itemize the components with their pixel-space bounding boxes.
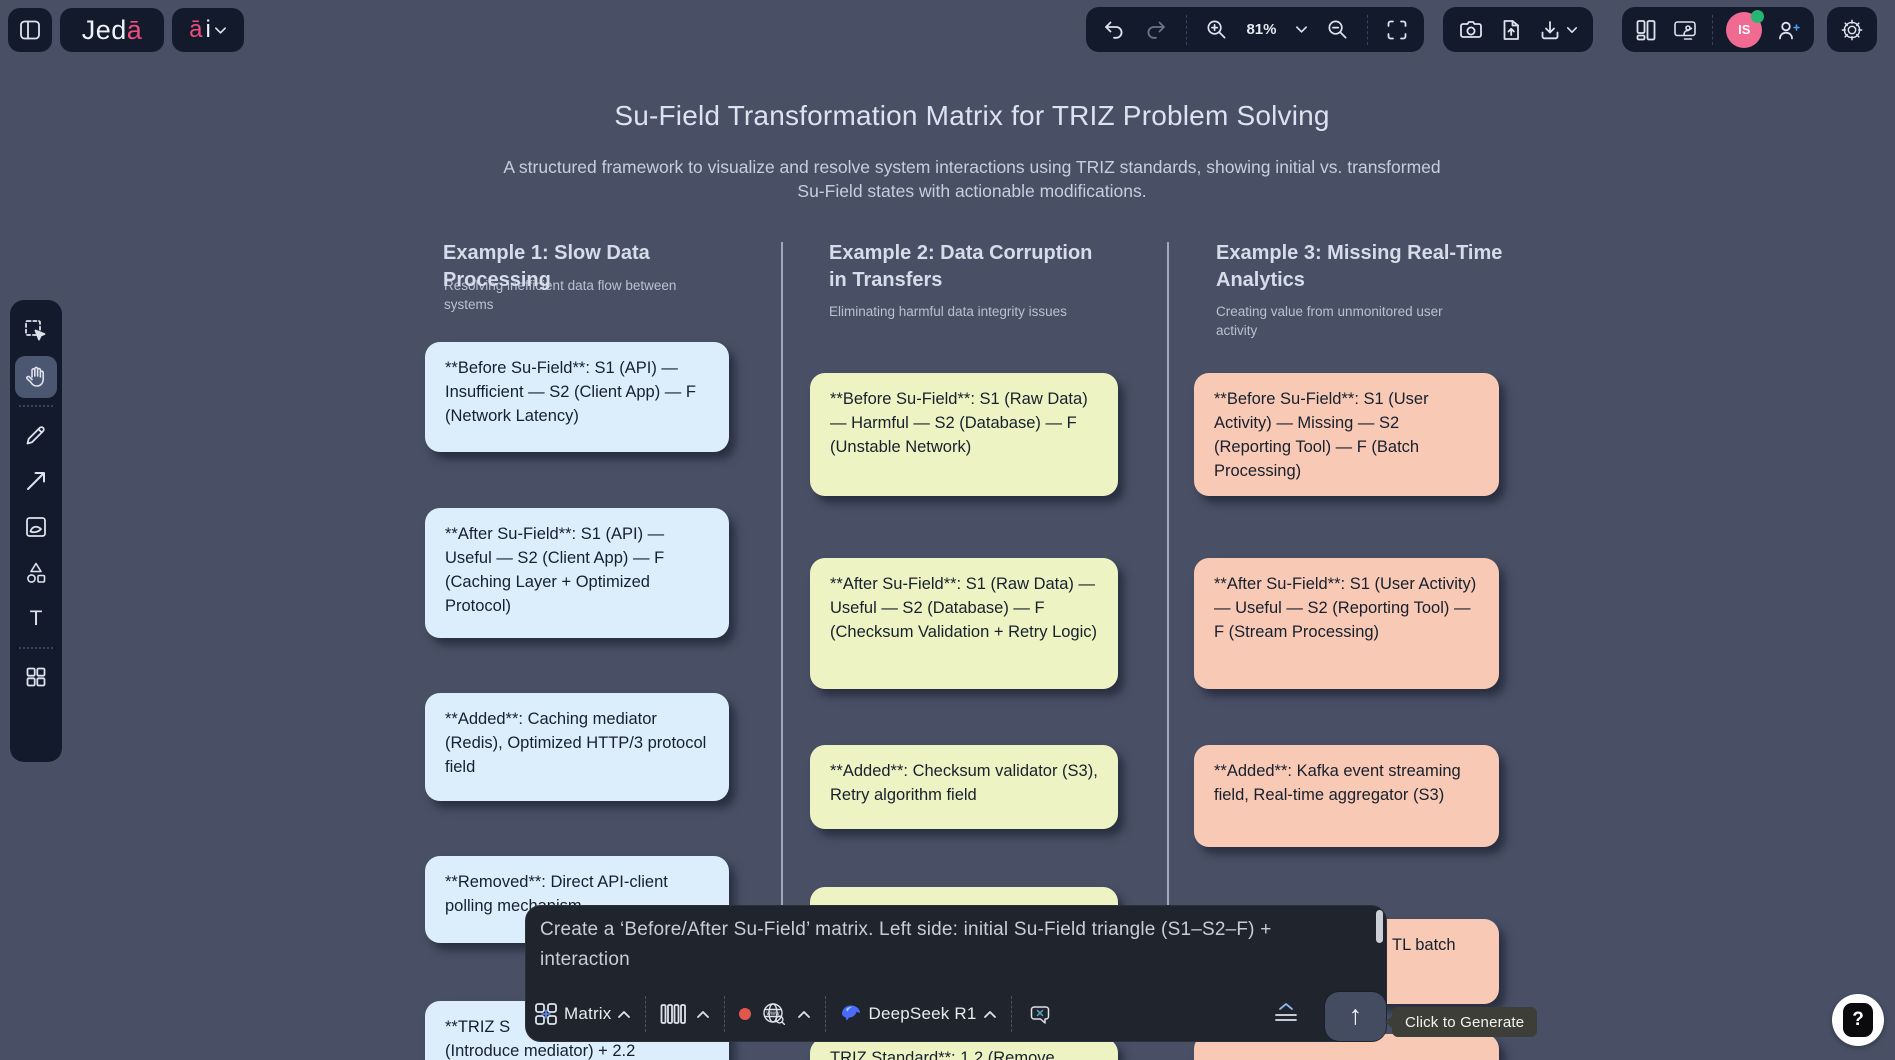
settings-toolbar: [1827, 7, 1877, 52]
expand-input-button[interactable]: [1270, 998, 1302, 1030]
chevron-up-icon[interactable]: [797, 1010, 811, 1019]
tool-shapes[interactable]: [15, 552, 57, 594]
history-zoom-toolbar: 81%: [1086, 7, 1424, 52]
logo-accent: ā: [126, 14, 143, 45]
deepseek-logo-icon: [842, 1005, 861, 1021]
column-description: Eliminating harmful data integrity issue…: [829, 304, 1067, 319]
generate-tooltip: Click to Generate: [1384, 1007, 1538, 1037]
zoom-in-icon[interactable]: [1205, 18, 1228, 41]
sticky-note[interactable]: TRIZ Standard**: 1.2 (Remove: [810, 1038, 1118, 1060]
divider: [1711, 14, 1713, 45]
collaboration-toolbar: IS: [1622, 7, 1814, 52]
column-header: Example 1: Slow Data Processing: [443, 242, 650, 291]
zoom-out-icon[interactable]: [1326, 18, 1349, 41]
sidebar-toggle-button[interactable]: [8, 8, 52, 52]
tools-sidebar: T: [10, 300, 62, 762]
chat-clear-icon[interactable]: [1026, 1002, 1052, 1026]
board-title: Su-Field Transformation Matrix for TRIZ …: [614, 100, 1330, 131]
generate-button[interactable]: ↑: [1325, 992, 1386, 1041]
sticky-note[interactable]: **After Su-Field**: S1 (API) — Useful — …: [425, 508, 729, 638]
logo-text: Jed: [81, 14, 127, 45]
model-selector[interactable]: DeepSeek R1: [868, 1004, 977, 1023]
chevron-up-icon[interactable]: [617, 1010, 631, 1019]
chevron-up-icon[interactable]: [983, 1010, 997, 1019]
ai-prompt-panel: Create a ‘Before/After Su-Field’ matrix.…: [525, 905, 1387, 1042]
tool-apps-grid[interactable]: [15, 656, 57, 698]
divider: [19, 405, 53, 407]
fit-screen-icon[interactable]: [1386, 19, 1408, 41]
chevron-down-icon[interactable]: [1295, 25, 1308, 34]
text-tool-glyph: T: [29, 607, 43, 630]
chevron-down-icon[interactable]: [1566, 26, 1578, 34]
divider: [1186, 14, 1188, 45]
column-divider: [781, 242, 783, 942]
sidebar-toggle-icon: [20, 20, 40, 40]
divider: [825, 996, 827, 1032]
zoom-level[interactable]: 81%: [1246, 21, 1277, 38]
add-person-icon[interactable]: [1776, 18, 1802, 42]
prompt-scrollbar[interactable]: [1376, 910, 1383, 943]
column-header: Example 2: Data Corruption in Transfers: [829, 242, 1093, 291]
tool-pencil[interactable]: [15, 414, 57, 456]
redo-icon[interactable]: [1144, 18, 1168, 42]
matrix-template-icon: [535, 1003, 557, 1025]
sticky-note[interactable]: **After Su-Field**: S1 (Raw Data) — Usef…: [810, 558, 1118, 689]
send-arrow-icon: ↑: [1348, 1000, 1363, 1030]
sticky-note[interactable]: **Before Su-Field**: S1 (Raw Data) — Har…: [810, 373, 1118, 496]
column-description: Resolving inefficient data flow between …: [444, 278, 677, 312]
divider: [1010, 996, 1012, 1032]
sticky-note[interactable]: **Before Su-Field**: S1 (API) — Insuffic…: [425, 342, 729, 452]
ai-accent: ā: [189, 16, 203, 43]
web-search-globe-icon[interactable]: www: [761, 1001, 787, 1027]
user-avatar[interactable]: IS: [1726, 9, 1765, 48]
tool-hand[interactable]: [15, 356, 57, 398]
ai-text: i: [205, 16, 211, 43]
board-subtitle: A structured framework to visualize and …: [503, 157, 1441, 201]
tool-text[interactable]: T: [15, 598, 57, 640]
chevron-up-icon[interactable]: [696, 1010, 710, 1019]
divider: [724, 996, 726, 1032]
divider: [645, 996, 647, 1032]
capture-export-toolbar: [1443, 7, 1593, 52]
column-divider: [1167, 242, 1169, 942]
sticky-note[interactable]: **Added**: Checksum validator (S3), Retr…: [810, 745, 1118, 829]
divider: [19, 647, 53, 649]
tool-marquee-select[interactable]: [15, 310, 57, 352]
columns-layout-icon[interactable]: [660, 1002, 687, 1026]
online-status-dot: [1751, 9, 1765, 23]
layout-panels-icon[interactable]: [1634, 18, 1658, 42]
download-icon[interactable]: [1538, 18, 1562, 42]
camera-icon[interactable]: [1458, 18, 1484, 42]
settings-gear-icon[interactable]: [1840, 17, 1864, 43]
avatar-initials: IS: [1738, 22, 1751, 37]
prompt-controls: Matrix www: [534, 993, 1234, 1035]
column-description: Creating value from unmonitored user act…: [1216, 304, 1443, 338]
column-header: Example 3: Missing Real-Time Analytics: [1216, 242, 1503, 291]
sticky-note[interactable]: **After Su-Field**: S1 (User Activity) —…: [1194, 558, 1499, 689]
svg-text:www: www: [766, 1011, 781, 1017]
divider: [1366, 14, 1368, 45]
presenter-icon[interactable]: [1672, 18, 1698, 42]
file-upload-icon[interactable]: [1499, 18, 1523, 42]
sticky-note[interactable]: **Added**: Caching mediator (Redis), Opt…: [425, 693, 729, 801]
question-mark-icon: ?: [1843, 1003, 1873, 1037]
template-selector[interactable]: Matrix: [564, 1004, 612, 1023]
tool-image[interactable]: [15, 506, 57, 548]
tool-arrow[interactable]: [15, 460, 57, 502]
record-dot: [739, 1008, 752, 1020]
sticky-note[interactable]: **Added**: Kafka event streaming field, …: [1194, 745, 1499, 847]
prompt-input[interactable]: Create a ‘Before/After Su-Field’ matrix.…: [540, 919, 1272, 970]
undo-icon[interactable]: [1102, 18, 1126, 42]
sticky-note[interactable]: **Before Su-Field**: S1 (User Activity) …: [1194, 373, 1499, 496]
help-button[interactable]: ?: [1832, 994, 1884, 1046]
chevron-down-icon: [214, 26, 226, 34]
